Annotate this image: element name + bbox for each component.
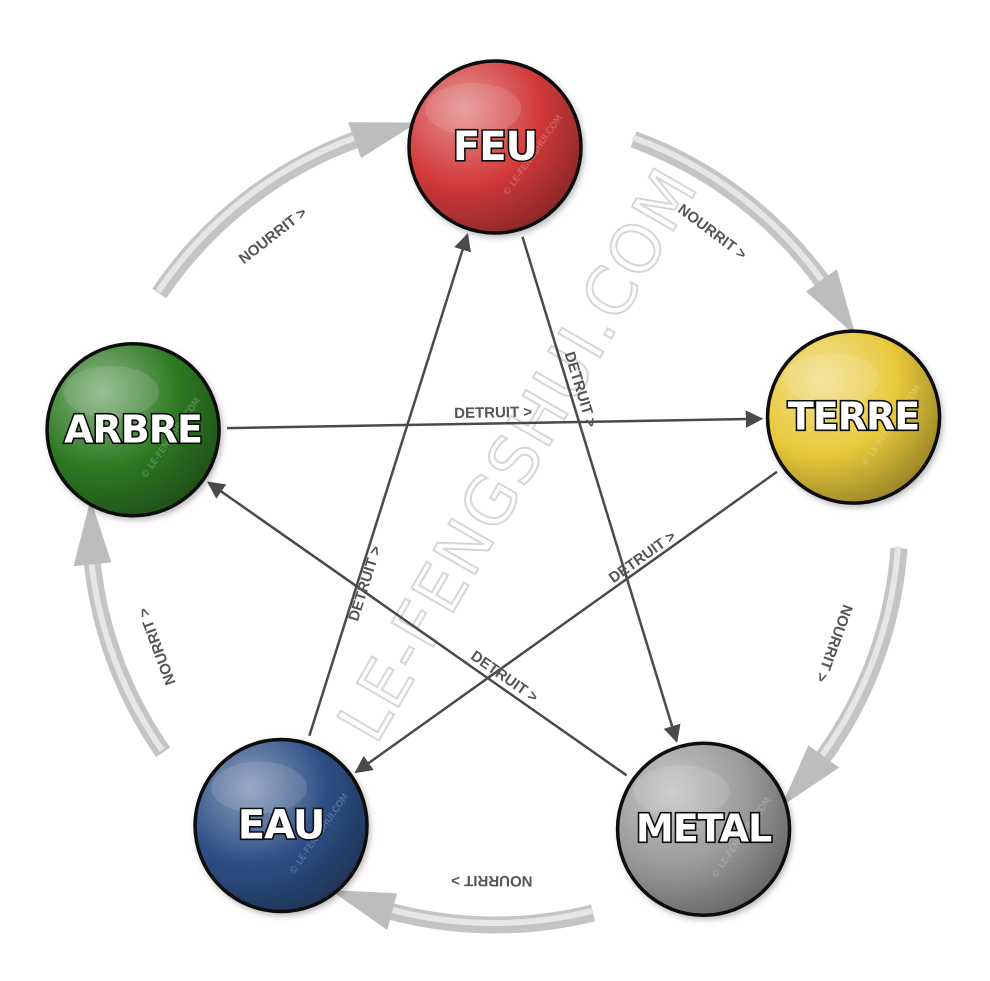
- watermark: © LE-FENGSHUI.COM: [277, 155, 713, 833]
- node-label-arbre: ARBRE: [64, 407, 202, 451]
- nourish-label: NOURRIT >: [135, 605, 179, 687]
- destroy-label: DETRUIT >: [606, 528, 680, 587]
- node-label-feu: FEU: [453, 124, 537, 170]
- destroy-label: DETRUIT >: [454, 404, 532, 422]
- destroy-arrow-metal-arbre: DETRUIT >: [207, 481, 628, 777]
- node-label-eau: EAU: [238, 803, 325, 849]
- nourish-label: NOURRIT >: [236, 204, 311, 268]
- nourish-label: NOURRIT >: [451, 872, 533, 890]
- nourish-arrow-eau-arbre: NOURRIT >: [73, 498, 179, 758]
- destroy-label: DETRUIT >: [467, 647, 541, 706]
- nourish-arrow-arbre-feu: NOURRIT >: [152, 122, 418, 299]
- nourish-arrow-metal-eau: NOURRIT >: [330, 872, 596, 934]
- nourish-arrow-terre-metal: NOURRIT >: [781, 546, 908, 807]
- node-label-terre: TERRE: [788, 395, 919, 439]
- destroy-arrow-arbre-terre: DETRUIT >: [227, 404, 764, 430]
- nourish-label: NOURRIT >: [812, 602, 856, 684]
- node-label-metal: METAL: [636, 807, 772, 851]
